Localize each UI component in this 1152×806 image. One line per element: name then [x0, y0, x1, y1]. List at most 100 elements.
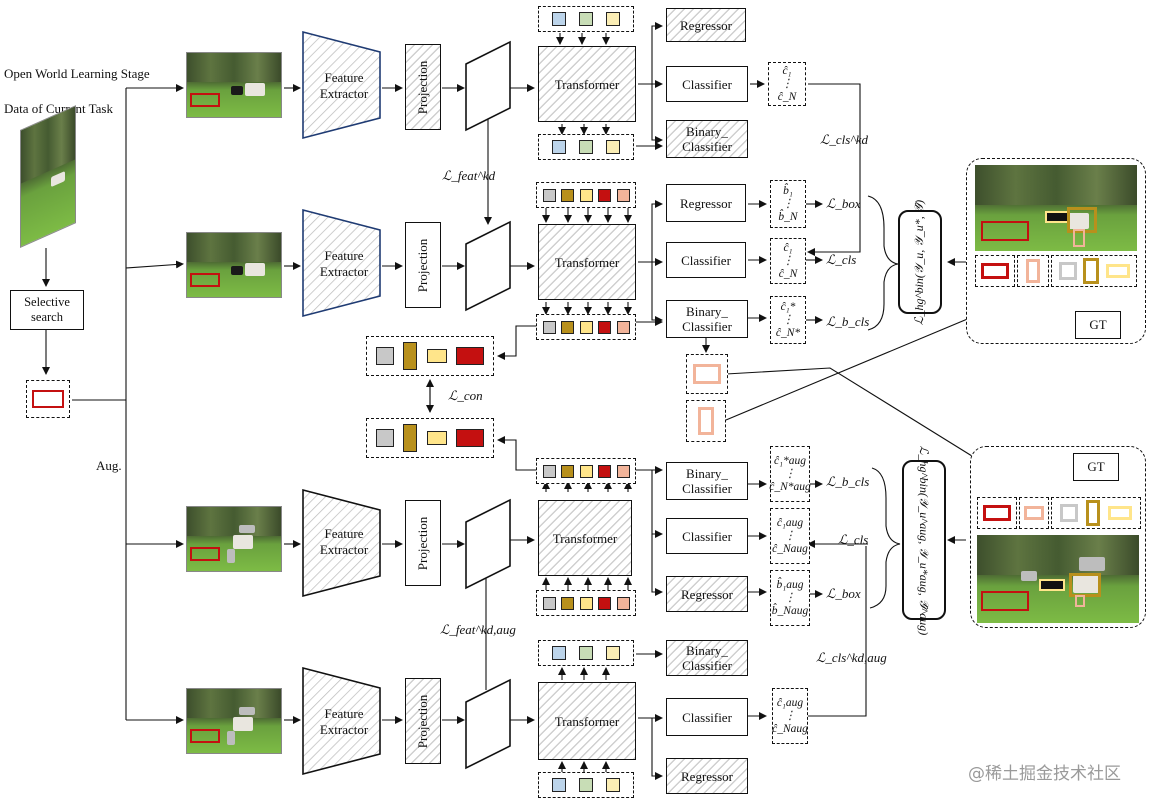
regressor-1: Regressor — [666, 8, 746, 42]
regressor-label-3: Regressor — [681, 586, 733, 602]
proposal-overlay-1 — [190, 93, 220, 107]
watermark: @稀土掘金技术社区 — [968, 764, 1121, 784]
gt-box-bottom: GT — [1073, 453, 1119, 481]
projection-plane-2 — [465, 220, 511, 312]
stage-heading: Open World Learning Stage — [4, 66, 150, 81]
classifier-label-4: Classifier — [682, 709, 732, 725]
input-image-3 — [186, 506, 282, 572]
loss-box-top: ℒ_box — [826, 196, 861, 211]
unknown-token-top — [686, 354, 728, 394]
feature-extractor-shape-2 — [302, 208, 381, 318]
transformer-label-2: Transformer — [554, 254, 620, 270]
regressor-label-2: Regressor — [680, 195, 732, 211]
data-heading: Data of Current Task — [4, 101, 113, 116]
projection-plane-4 — [465, 678, 511, 770]
feature-extractor-label-4: Feature Extractor — [319, 706, 369, 737]
hungarian-loss-bottom: ℒ_hg^bin(𝒴_u^aug, 𝒴_u*aug, 𝒴̂^aug) — [902, 445, 946, 635]
projection-plane-3 — [465, 498, 511, 590]
query-tokens-2-bottom — [536, 314, 636, 340]
projection-label-3: Projection — [415, 516, 431, 570]
projection-label-1: Projection — [415, 60, 431, 114]
loss-bcls-bottom: ℒ_b_cls — [826, 474, 870, 489]
binary-outputs-2: ĉ₁*⋮ĉ_N* — [770, 296, 806, 344]
classifier-label-1: Classifier — [682, 76, 732, 92]
query-tokens-1-top — [538, 6, 634, 32]
current-task-image — [20, 105, 76, 248]
proposal-box — [32, 390, 64, 408]
binary-classifier-label-4: Binary_ Classifier — [682, 643, 732, 673]
projection-block-1: Projection — [405, 44, 441, 130]
class-outputs-4: ĉ₁aug⋮ĉ_Naug — [772, 688, 808, 744]
query-tokens-2-top — [536, 182, 636, 208]
regressor-4: Regressor — [666, 758, 748, 794]
regressor-2: Regressor — [666, 184, 746, 222]
feature-extractor-shape-4 — [302, 666, 381, 776]
regressor-label-1: Regressor — [680, 17, 732, 33]
input-image-4 — [186, 688, 282, 754]
gt-label-top: GT — [1089, 317, 1107, 332]
class-outputs-3: ĉ₁aug⋮ĉ_Naug — [770, 508, 810, 564]
input-image-1 — [186, 52, 282, 118]
transformer-block-1: Transformer — [538, 46, 636, 122]
projection-label-4: Projection — [415, 694, 431, 748]
classifier-1: Classifier — [666, 66, 748, 102]
projection-block-3: Projection — [405, 500, 441, 586]
box-outputs-2: b̂₁⋮b̂_N — [770, 180, 806, 228]
selective-search-label: Selective search — [24, 295, 70, 324]
classifier-3: Classifier — [666, 518, 748, 554]
projection-block-2: Projection — [405, 222, 441, 308]
transformer-label-1: Transformer — [554, 76, 620, 92]
gt-image-top — [975, 165, 1137, 251]
feature-extractor-label-3: Feature Extractor — [319, 526, 369, 557]
proposal-overlay-2 — [190, 273, 220, 287]
classifier-label-3: Classifier — [682, 528, 732, 544]
projection-block-4: Projection — [405, 678, 441, 764]
proposal-overlay-3 — [190, 547, 220, 561]
transformer-label-4: Transformer — [554, 713, 620, 729]
gt-image-bottom — [977, 535, 1139, 623]
loss-box-bottom: ℒ_box — [826, 586, 861, 601]
loss-kd-feat: ℒ_feat^kd — [442, 168, 496, 183]
query-tokens-3-bottom — [536, 590, 636, 616]
feature-extractor-label-2: Feature Extractor — [319, 248, 369, 279]
gt-panel-top: GT — [966, 158, 1146, 344]
contrast-tokens-top — [366, 336, 494, 376]
binary-classifier-4: Binary_ Classifier — [666, 640, 748, 676]
proposal-overlay-4 — [190, 729, 220, 743]
binary-classifier-label-1: Binary_ Classifier — [682, 124, 732, 154]
loss-kd-cls-aug: ℒ_cls^kd,aug — [816, 650, 887, 665]
loss-kd-cls: ℒ_cls^kd — [820, 132, 869, 147]
box-outputs-3: b̂₁aug⋮b̂_Naug — [770, 570, 810, 626]
aug-label: Aug. — [96, 458, 122, 473]
transformer-block-4: Transformer — [538, 682, 636, 760]
regressor-3: Regressor — [666, 576, 748, 612]
hungarian-loss-bottom-label: ℒ_hg^bin(𝒴_u^aug, 𝒴_u*aug, 𝒴̂^aug) — [917, 445, 932, 635]
hungarian-loss-top-label: ℒ_hg^bin(𝒴_u, 𝒴_u*, 𝒴̂) — [912, 199, 927, 325]
selective-search-box: Selective search — [10, 290, 84, 330]
contrast-tokens-bottom — [366, 418, 494, 458]
gt-panel-bottom: GT — [970, 446, 1146, 628]
projection-label-2: Projection — [415, 238, 431, 292]
transformer-label-3: Transformer — [552, 530, 618, 546]
transformer-block-3: Transformer — [538, 500, 632, 576]
gt-box-top: GT — [1075, 311, 1121, 339]
loss-kd-feat-aug: ℒ_feat^kd,aug — [440, 622, 516, 637]
binary-classifier-3: Binary_ Classifier — [666, 462, 748, 500]
query-tokens-4-bottom — [538, 772, 634, 798]
classifier-label-2: Classifier — [681, 252, 731, 268]
class-outputs-1: ĉ₁⋮ĉ_N — [768, 62, 806, 106]
regressor-label-4: Regressor — [681, 768, 733, 784]
classifier-4: Classifier — [666, 698, 748, 736]
proposal-token — [26, 380, 70, 418]
loss-cls-bottom: ℒ_cls — [838, 532, 869, 547]
input-image-2 — [186, 232, 282, 298]
loss-cls-top: ℒ_cls — [826, 252, 857, 267]
projection-plane-1 — [465, 40, 511, 132]
binary-classifier-2: Binary_ Classifier — [666, 300, 748, 338]
query-tokens-3-top — [536, 458, 636, 484]
binary-classifier-label-3: Binary_ Classifier — [682, 466, 732, 496]
unknown-token-bottom — [686, 400, 726, 442]
binary-outputs-3: ĉ₁*aug⋮ĉ_N*aug — [769, 446, 811, 502]
query-tokens-4-top — [538, 640, 634, 666]
classifier-2: Classifier — [666, 242, 746, 278]
